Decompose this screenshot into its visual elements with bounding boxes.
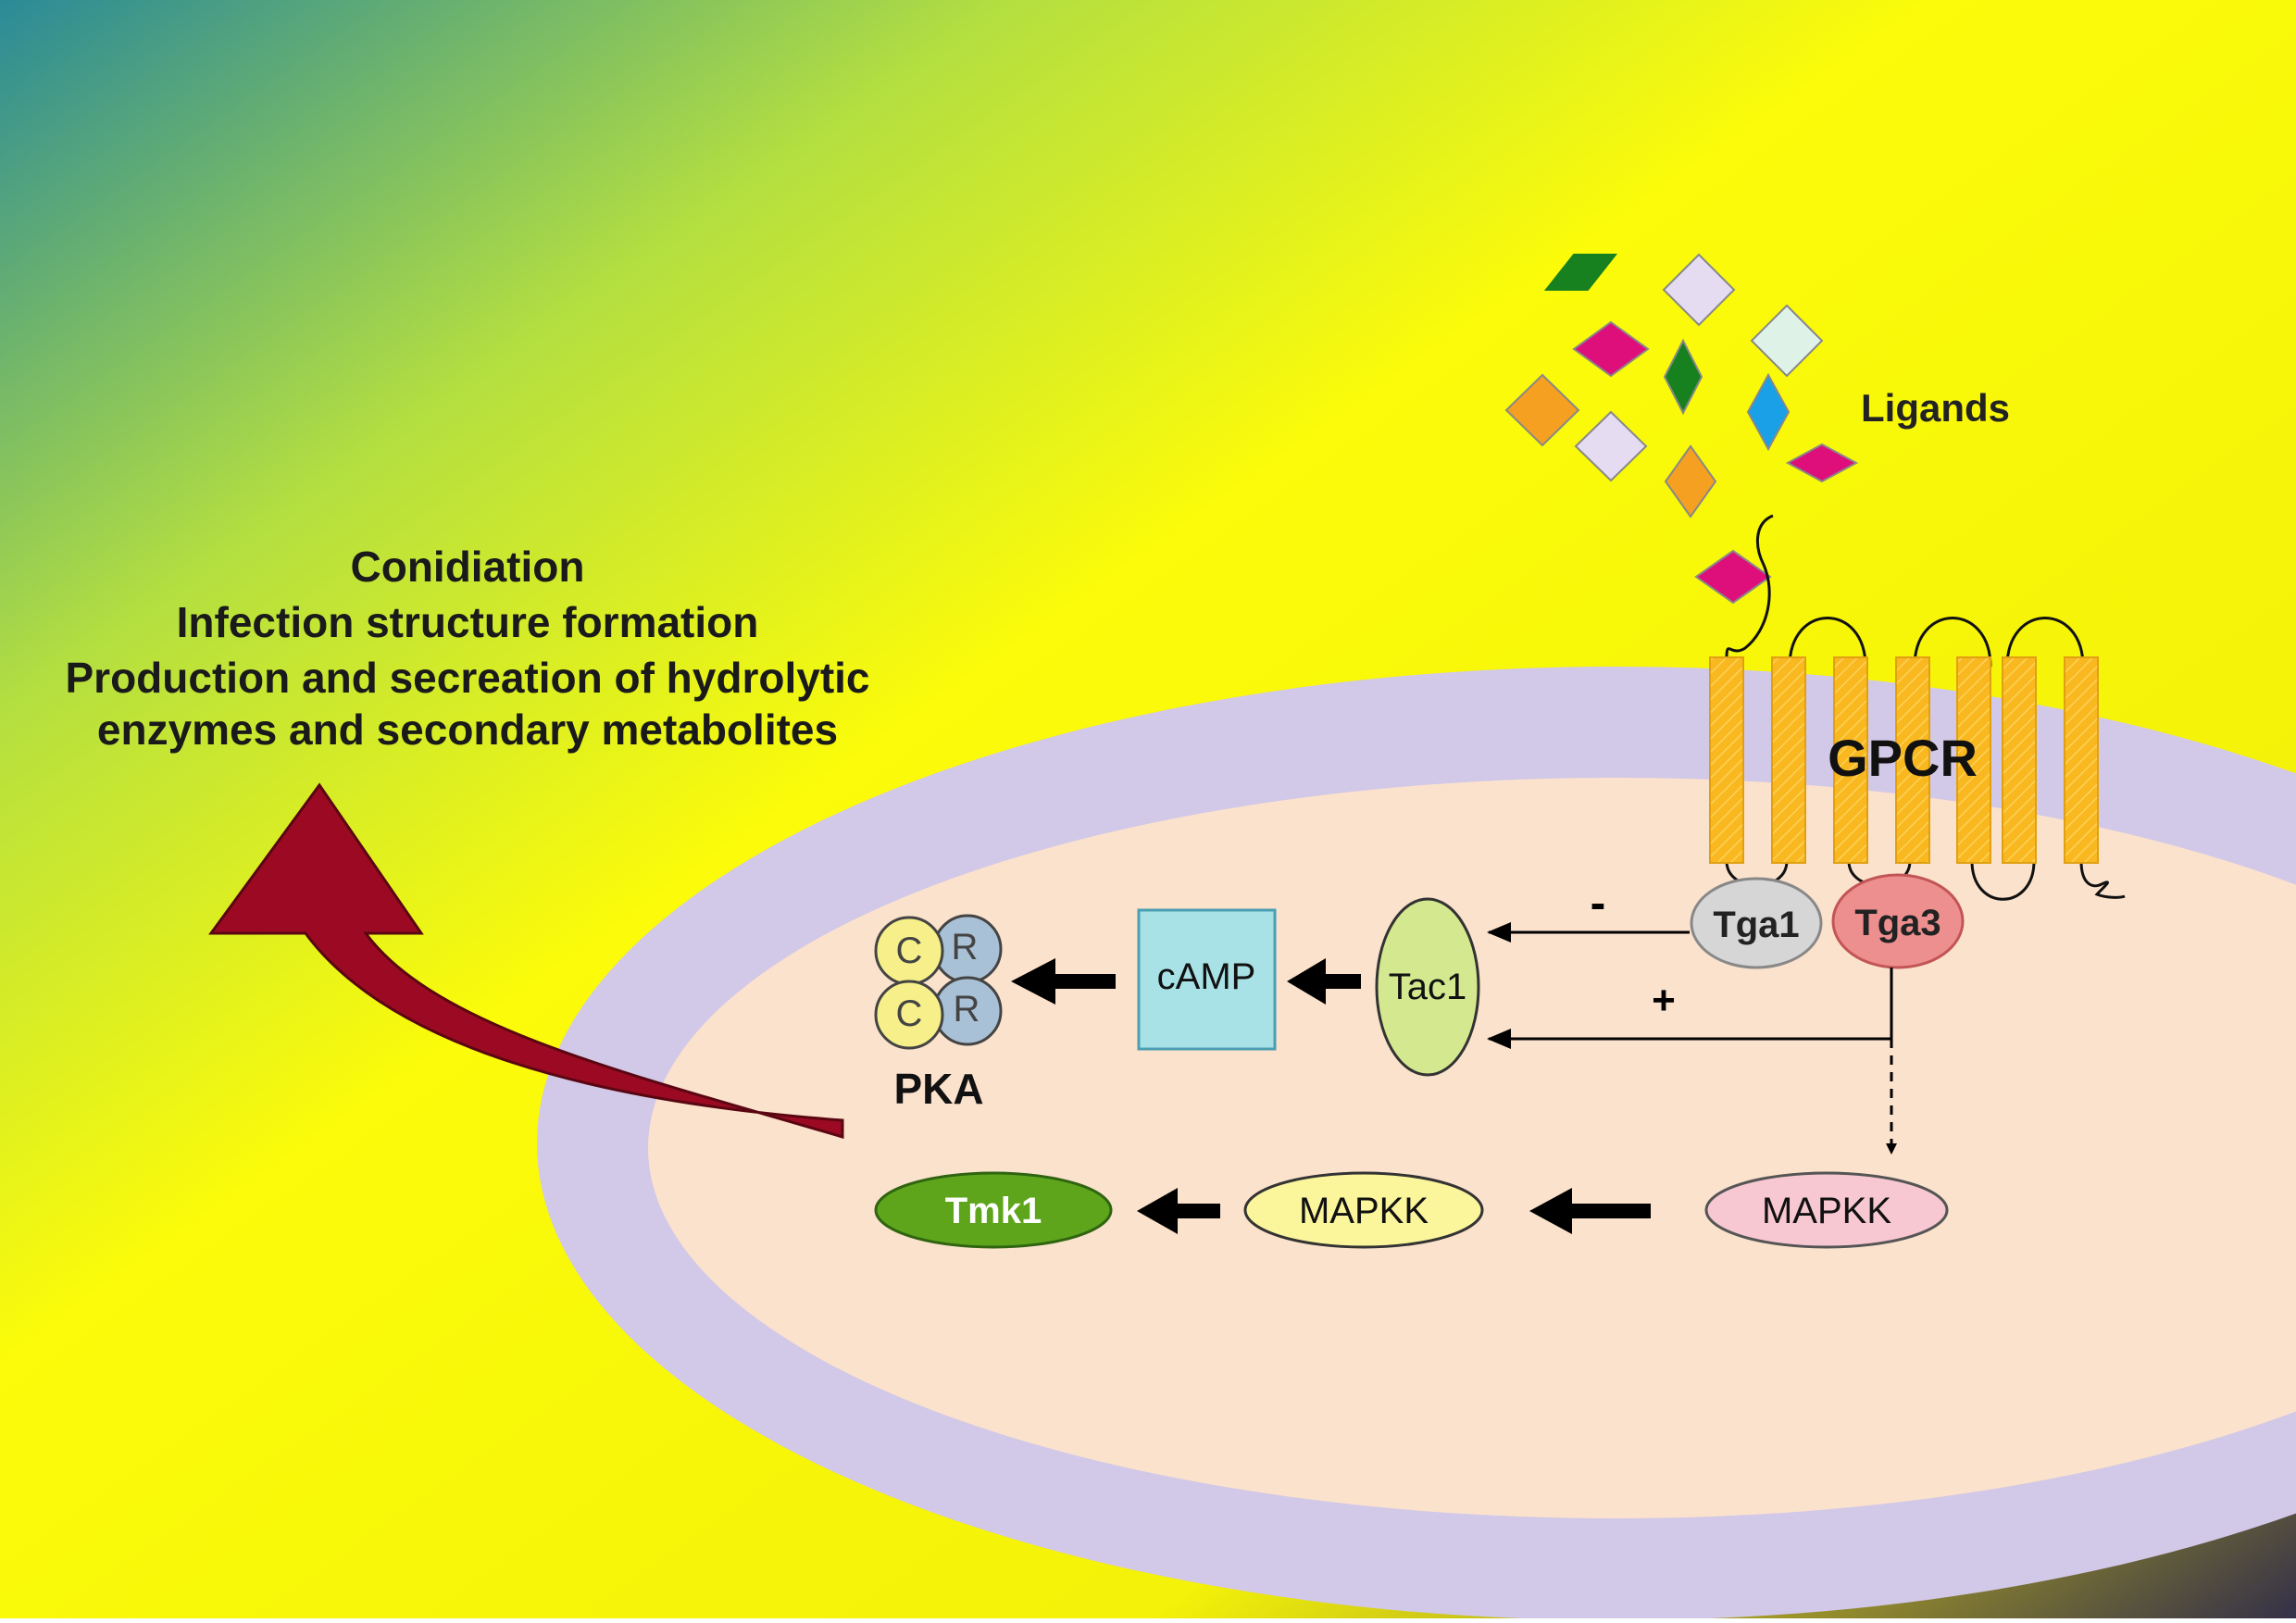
gpcr-label: GPCR [1828,729,1978,787]
ligand-diamond [1574,410,1648,482]
tga3-label: Tga3 [1854,903,1940,943]
ligand-diamond [1785,443,1859,483]
pka-catalytic-subunit [874,980,944,1050]
pka-label: PKA [893,1065,983,1113]
tac1-ellipse [1375,897,1480,1077]
tga1-label: Tga1 [1713,905,1799,945]
tac1-label: Tac1 [1389,967,1467,1007]
gpcr-helix [2064,656,2099,864]
mapkk-middle-label: MAPKK [1299,1191,1429,1231]
intracellular-loop [1970,860,2036,901]
gpcr-n-terminus [1725,514,1774,658]
ligand-bound [1694,549,1772,605]
ligands-label: Ligands [1861,386,2010,430]
ligand-diamond [1746,372,1791,452]
ligand-diamond [1543,254,1618,291]
pka-r-label: R [952,927,979,968]
outcome-infection-structure: Infection structure formation [177,598,759,646]
gpcr-helix [2002,656,2037,864]
pka-r-label: R [954,989,980,1030]
tmk1-label: Tmk1 [945,1191,1042,1231]
tga3-node: Tga3 [1831,873,1965,969]
outcome-arrow [208,782,844,1140]
tac1-to-camp-arrow [1287,958,1361,1005]
mapkk-middle-node: MAPKK [1243,1171,1484,1249]
gpcr-helix [1956,656,1991,864]
ligands [1504,253,1859,605]
mapkk-upstream-label: MAPKK [1762,1191,1891,1231]
gpcr-c-terminus [2079,860,2126,899]
ligand-diamond [1750,304,1824,378]
inhibition-sign: - [1591,877,1606,929]
mapkk-upstream-ellipse [1704,1171,1949,1249]
ligand-diamond [1662,253,1736,327]
ligand-diamond [1504,373,1580,447]
outcome-text: Conidiation Infection structure formatio… [65,543,869,754]
tga1-node: Tga1 [1690,877,1823,969]
tmk1-ellipse [874,1171,1113,1249]
ligand-diamond [1663,338,1703,416]
mapkk-to-tmk1-arrow [1137,1188,1220,1234]
outcome-enzymes: enzymes and secondary metabolites [97,705,838,754]
pathway-arrows [1011,958,1651,1234]
camp-node: cAMP [1137,908,1277,1051]
activation-sign: + [1652,978,1676,1023]
mapkk-middle-ellipse [1243,1171,1484,1249]
mapkk-to-mapkk-arrow [1529,1188,1651,1234]
camp-to-pka-arrow [1011,958,1116,1005]
ligand-diamond [1572,320,1650,378]
connectors [1487,922,1897,1155]
camp-box [1137,908,1277,1051]
tmk1-node: Tmk1 [874,1171,1113,1249]
mapkk-upstream-node: MAPKK [1704,1171,1949,1249]
extracellular-loop [2005,617,2085,668]
tga1-ellipse [1690,877,1823,969]
gpcr-helix [1895,656,1930,864]
outcome-production: Production and secreation of hydrolytic [65,654,869,702]
gpcr-helix [1771,656,1806,864]
gpcr-helix [1833,656,1868,864]
gpcr-helix [1709,656,1744,864]
camp-label: cAMP [1157,956,1256,997]
outcome-conidiation: Conidiation [351,543,585,591]
extracellular-loop [1913,617,1992,668]
pka-c-label: C [896,993,923,1034]
tga3-ellipse [1831,873,1965,969]
pka-complex: R R C C [874,914,1003,1050]
tac1-node: Tac1 [1375,897,1480,1077]
gpcr-receptor [1709,656,2099,864]
pka-c-label: C [896,930,923,971]
ligand-diamond [1664,444,1717,518]
extracellular-loop [1788,617,1867,668]
